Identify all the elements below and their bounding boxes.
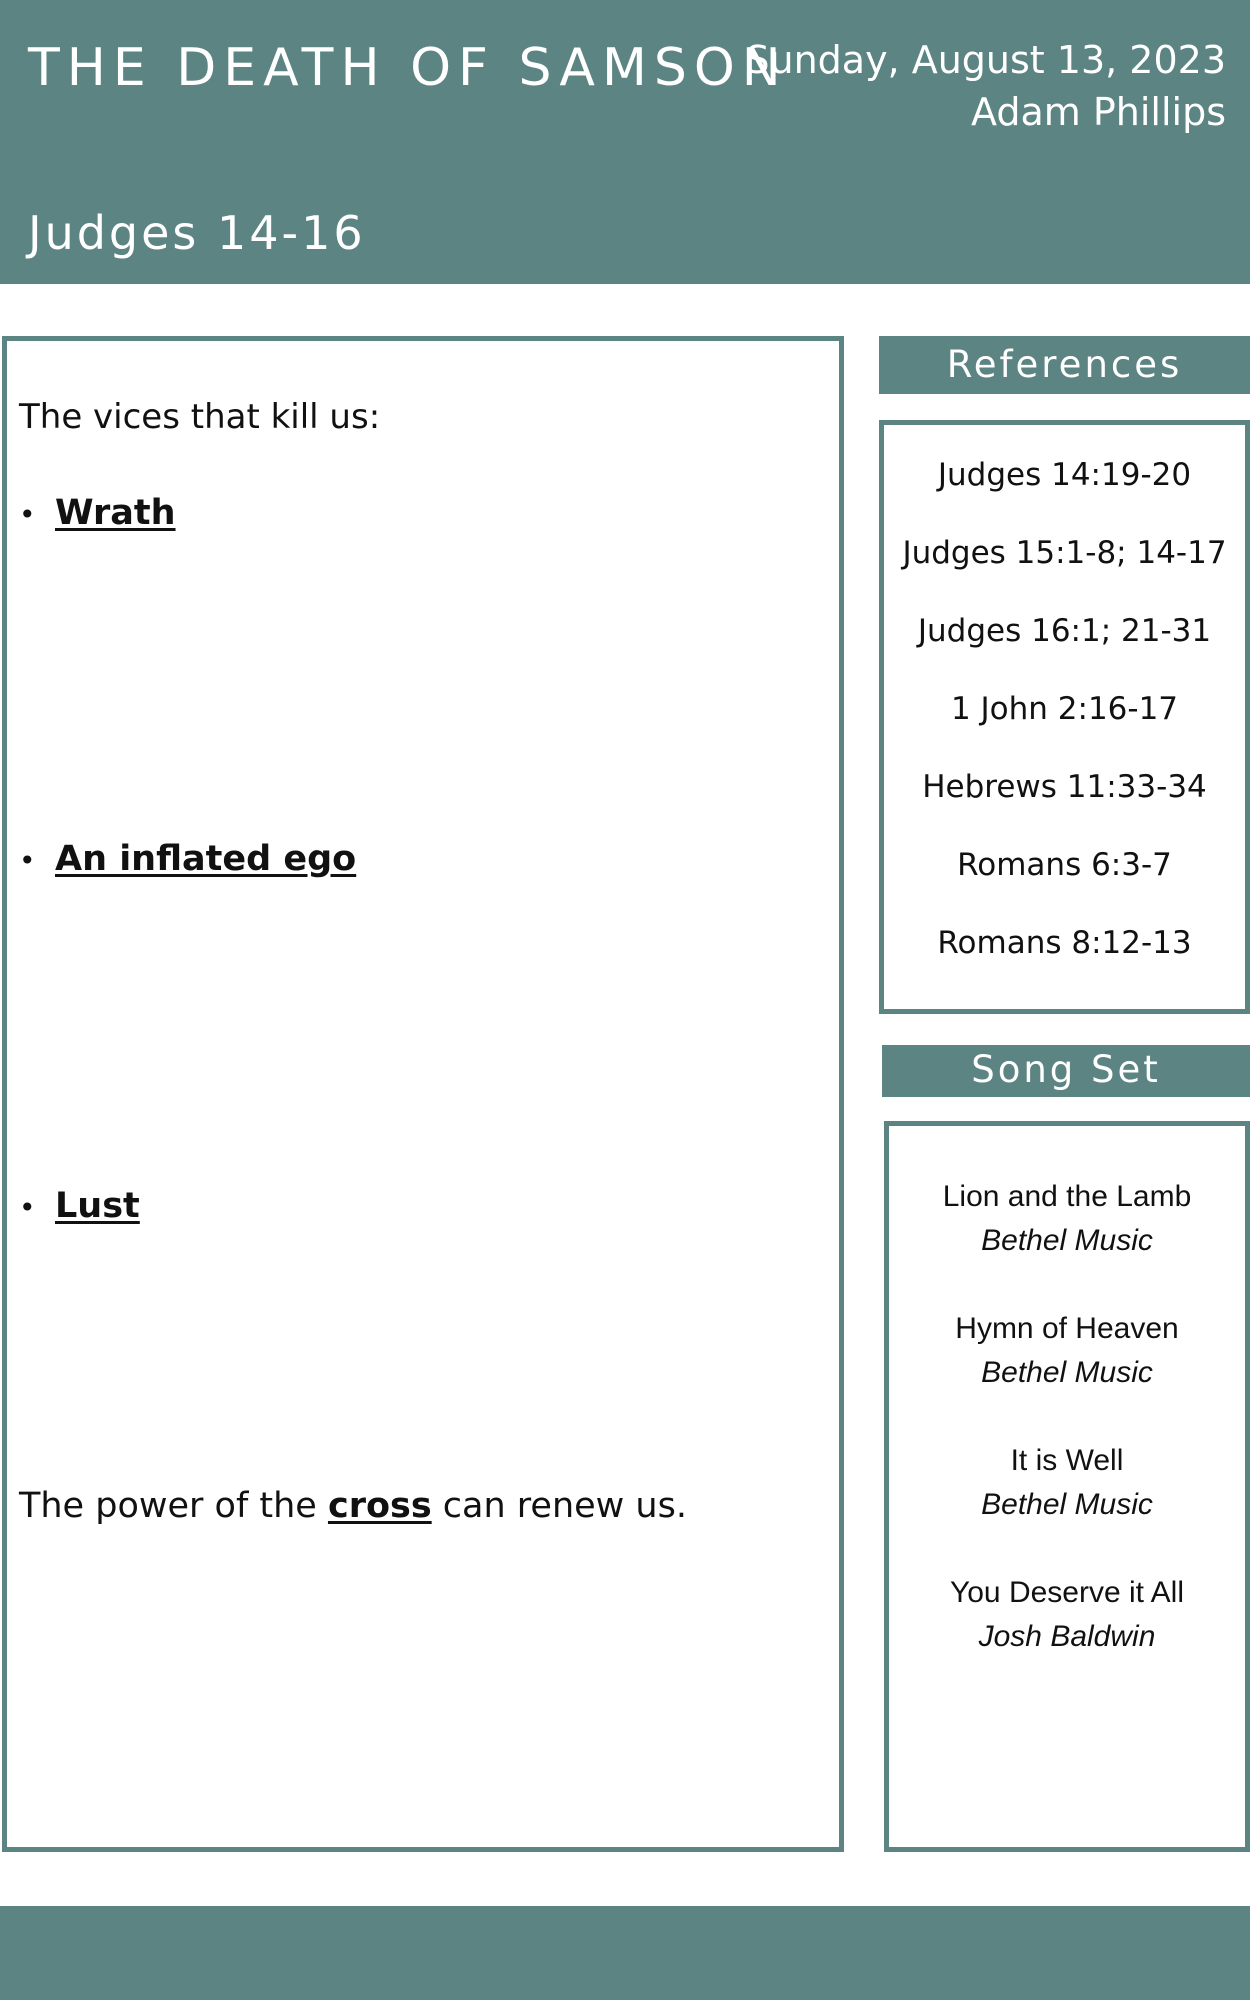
- page-title: THE DEATH OF SAMSON: [28, 38, 788, 98]
- header-meta: Sunday, August 13, 2023 Adam Phillips: [745, 34, 1226, 138]
- song-item: You Deserve it All Josh Baldwin: [889, 1571, 1245, 1659]
- song-title: Hymn of Heaven: [955, 1312, 1179, 1345]
- song-item: Hymn of Heaven Bethel Music: [889, 1307, 1245, 1395]
- bullet-icon: •: [19, 1190, 36, 1224]
- song-set-box: Lion and the Lamb Bethel Music Hymn of H…: [884, 1121, 1250, 1852]
- notes-intro: The vices that kill us:: [19, 397, 381, 437]
- song-artist: Bethel Music: [981, 1224, 1153, 1257]
- bullet-icon: •: [19, 843, 36, 877]
- reference-item: 1 John 2:16-17: [950, 691, 1179, 727]
- song-title: It is Well: [1010, 1444, 1124, 1477]
- song-set-heading: Song Set: [882, 1045, 1250, 1097]
- vice-label: An inflated ego: [55, 839, 357, 879]
- sermon-notes-box: The vices that kill us: • Wrath • An infla…: [2, 336, 844, 1852]
- reference-item: Romans 6:3-7: [957, 847, 1172, 883]
- closing-statement: The power of the cross can renew us.: [19, 1486, 687, 1526]
- reference-item: Judges 14:19-20: [937, 457, 1192, 493]
- reference-item: Romans 8:12-13: [937, 925, 1192, 961]
- song-title: You Deserve it All: [949, 1576, 1185, 1609]
- reference-item: Hebrews 11:33-34: [922, 769, 1207, 805]
- vice-item: • An inflated ego: [19, 839, 356, 879]
- song-item: Lion and the Lamb Bethel Music: [889, 1175, 1245, 1263]
- references-box: Judges 14:19-20 Judges 15:1-8; 14-17 Jud…: [879, 420, 1250, 1014]
- references-heading: References: [879, 336, 1250, 394]
- header-banner: THE DEATH OF SAMSON Sunday, August 13, 2…: [0, 0, 1250, 284]
- song-title: Lion and the Lamb: [942, 1180, 1192, 1213]
- closing-text-before: The power of the: [19, 1486, 328, 1526]
- speaker-name: Adam Phillips: [971, 90, 1226, 134]
- closing-emphasis: cross: [327, 1486, 432, 1526]
- reference-item: Judges 15:1-8; 14-17: [902, 535, 1227, 571]
- song-artist: Bethel Music: [981, 1356, 1153, 1389]
- service-date: Sunday, August 13, 2023: [745, 38, 1226, 82]
- vice-item: • Lust: [19, 1186, 140, 1226]
- song-artist: Josh Baldwin: [978, 1620, 1156, 1653]
- scripture-passage: Judges 14-16: [28, 206, 366, 260]
- song-artist: Bethel Music: [981, 1488, 1153, 1521]
- song-item: It is Well Bethel Music: [889, 1439, 1245, 1527]
- bullet-icon: •: [19, 497, 36, 531]
- vice-label: Lust: [55, 1186, 140, 1226]
- vice-label: Wrath: [55, 493, 176, 533]
- reference-item: Judges 16:1; 21-31: [917, 613, 1212, 649]
- footer-banner: [0, 1906, 1250, 2000]
- vice-item: • Wrath: [19, 493, 176, 533]
- closing-text-after: can renew us.: [431, 1486, 687, 1526]
